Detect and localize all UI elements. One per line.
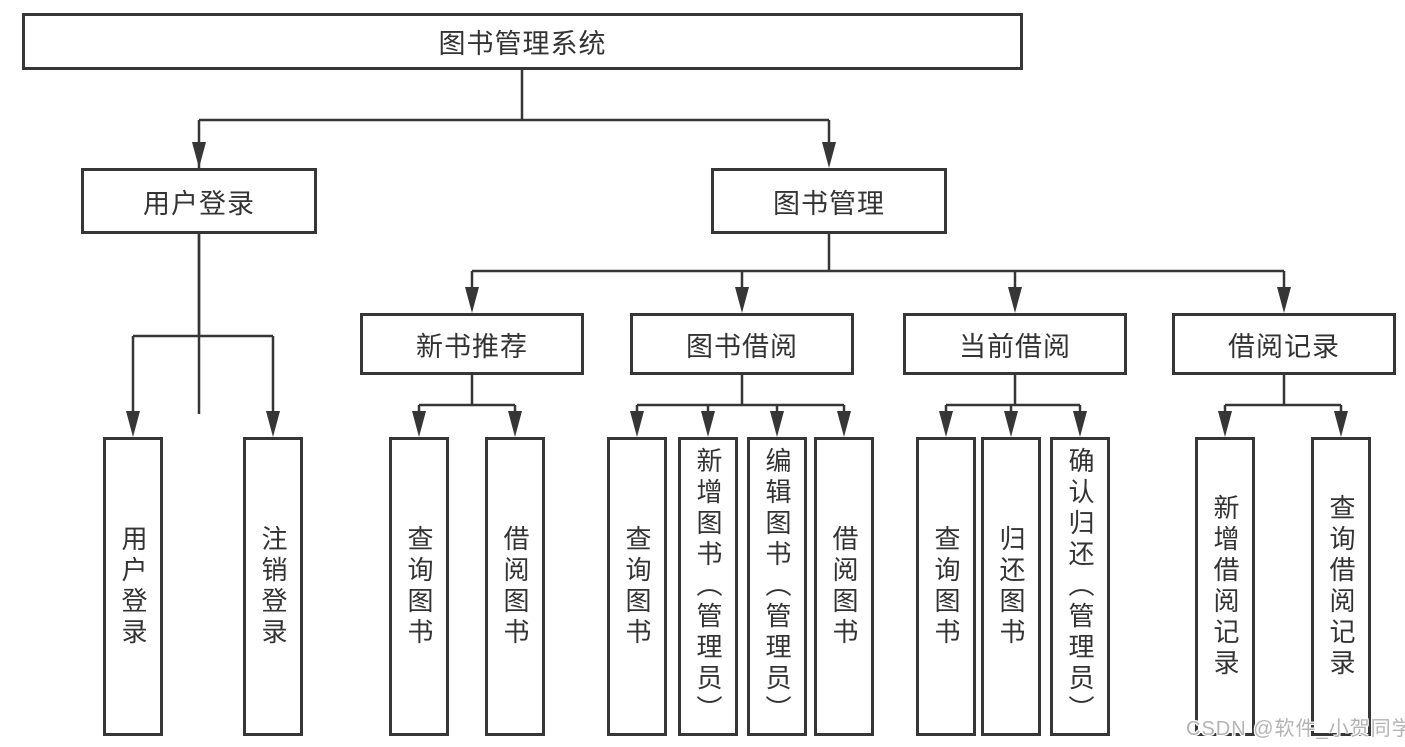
arrowhead-br-add [1218,411,1232,437]
arrowhead-nb-query [412,411,426,437]
node-leaf-logout: 注销登录 [243,437,303,736]
node-leaf-cb-return-books: 归还图书 [981,437,1041,736]
arrowhead-nb-borrow [508,411,522,437]
connector-records-branch [1218,375,1348,437]
node-leaf-br-add-record: 新增借阅记录 [1195,437,1255,736]
arrowhead-leaf-user-login [126,411,140,437]
connector-records-lines [1223,375,1343,413]
arrowhead-book-borrow [735,287,749,313]
arrowhead-cb-return [1004,411,1018,437]
node-leaf-bb-query-books: 查询图书 [607,437,667,736]
connector-bookborrow-lines [635,375,846,413]
node-leaf-nb-borrow-books: 借阅图书 [485,437,545,736]
connector-currentborrow-lines [944,375,1082,413]
connector-user-lines [131,234,275,413]
connector-currentborrow-branch [939,375,1087,437]
node-new-book-rec: 新书推荐 [360,313,584,375]
connector-user-branch [126,234,280,437]
node-leaf-bb-add-books-admin: 新增图书（管理员） [678,437,738,736]
connector-mgmt-lines [470,234,1286,289]
node-leaf-user-login: 用户登录 [103,437,163,736]
node-book-mgmt: 图书管理 [711,168,947,234]
arrowhead-cb-confirm [1073,411,1087,437]
node-leaf-bb-borrow-books: 借阅图书 [814,437,874,736]
arrowhead-borrow-records [1277,287,1291,313]
connector-root-lines [197,70,831,414]
arrowhead-bb-add [701,411,715,437]
arrowhead-leaf-logout [266,411,280,437]
node-leaf-br-query-record: 查询借阅记录 [1311,437,1371,736]
arrowhead-book-mgmt [822,142,836,168]
connector-newbook-lines [417,375,517,413]
watermark: CSDN @软件_小贺同学 [1186,718,1405,740]
node-root: 图书管理系统 [22,13,1023,70]
arrowhead-current-borrow [1008,287,1022,313]
arrowhead-cb-query [939,411,953,437]
arrowhead-bb-edit [770,411,784,437]
connector-mgmt-branch [465,234,1291,313]
arrowhead-bb-query [630,411,644,437]
node-leaf-cb-query-books: 查询图书 [916,437,976,736]
node-leaf-cb-confirm-return-admin: 确认归还（管理员） [1050,437,1110,736]
arrowhead-new-book-rec [465,287,479,313]
node-borrow-records: 借阅记录 [1172,313,1396,375]
arrowhead-user-login [192,142,206,168]
connector-root-branch [192,70,836,414]
arrowhead-bb-borrow [837,411,851,437]
connector-bookborrow-branch [630,375,851,437]
node-user-login: 用户登录 [81,168,317,234]
node-book-borrow: 图书借阅 [630,313,854,375]
node-leaf-bb-edit-books-admin: 编辑图书（管理员） [747,437,807,736]
connector-newbook-branch [412,375,522,437]
arrowhead-br-query [1334,411,1348,437]
node-current-borrow: 当前借阅 [903,313,1127,375]
node-leaf-nb-query-books: 查询图书 [389,437,449,736]
